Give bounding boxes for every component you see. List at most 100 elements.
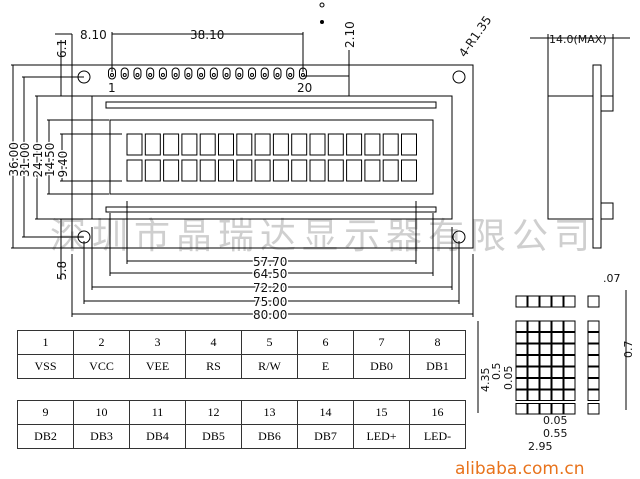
dot bbox=[587, 403, 600, 415]
character-cell bbox=[218, 133, 234, 156]
dot bbox=[539, 403, 552, 415]
pin bbox=[286, 67, 295, 80]
pin-hole bbox=[250, 73, 255, 77]
character-cell bbox=[181, 159, 198, 182]
dot bbox=[587, 332, 600, 344]
dot bbox=[539, 332, 552, 344]
dot bbox=[539, 355, 552, 367]
dim-dot-width: 0.55 bbox=[543, 427, 568, 440]
character-cell bbox=[254, 159, 271, 182]
pin-name: E bbox=[297, 354, 354, 379]
dot bbox=[551, 389, 564, 401]
character-cell bbox=[126, 133, 143, 156]
pin bbox=[235, 67, 244, 80]
dot bbox=[563, 403, 576, 415]
pin-hole bbox=[262, 73, 267, 77]
pin bbox=[171, 67, 180, 80]
pin bbox=[197, 67, 206, 80]
dim-bottom-margin: 5.8 bbox=[55, 261, 69, 280]
character-cell bbox=[199, 159, 216, 182]
dot bbox=[527, 343, 540, 355]
dot bbox=[563, 366, 576, 378]
dot bbox=[539, 295, 552, 308]
pin-number: 11 bbox=[129, 400, 186, 425]
pin-hole bbox=[122, 73, 127, 77]
company-watermark: 深圳市晶瑞达显示器有限公司 bbox=[50, 216, 590, 257]
dot bbox=[563, 295, 576, 308]
dim-row-gap: 0.7 bbox=[622, 341, 635, 359]
pin-hole bbox=[300, 73, 305, 77]
pin bbox=[273, 67, 282, 80]
dim-dot-gap-h: 0.05 bbox=[543, 414, 568, 427]
pin-name: DB1 bbox=[409, 354, 466, 379]
dot bbox=[515, 355, 528, 367]
pin-name: LED+ bbox=[353, 424, 410, 449]
dim-side-thickness: 14.0(MAX) bbox=[549, 33, 607, 46]
character-cell bbox=[254, 133, 271, 156]
side-connector bbox=[600, 95, 614, 112]
character-cell bbox=[364, 159, 381, 182]
dim-pin-offset: 8.10 bbox=[80, 28, 107, 42]
character-cell bbox=[272, 159, 289, 182]
pin-name: DB0 bbox=[353, 354, 410, 379]
pin-hole bbox=[186, 73, 191, 77]
dim-horizontal: 57.70 bbox=[253, 255, 287, 269]
bezel bbox=[91, 95, 453, 220]
pin-name: DB6 bbox=[241, 424, 298, 449]
pin-name: VSS bbox=[17, 354, 74, 379]
dot bbox=[527, 332, 540, 344]
dot bbox=[539, 343, 552, 355]
dot bbox=[515, 332, 528, 344]
pin bbox=[248, 67, 257, 80]
pin-hole bbox=[199, 73, 204, 77]
dot bbox=[527, 389, 540, 401]
dim-vertical: 36.00 bbox=[7, 142, 21, 176]
dim-top-margin: 6.1 bbox=[55, 39, 69, 58]
dot bbox=[527, 355, 540, 367]
dim-vertical: 24.10 bbox=[31, 143, 45, 177]
pin-number: 2 bbox=[73, 330, 130, 355]
side-connector bbox=[600, 202, 614, 220]
character-cell bbox=[327, 159, 344, 182]
character-cells bbox=[126, 133, 417, 182]
pin-number: 13 bbox=[241, 400, 298, 425]
pin-name: DB3 bbox=[73, 424, 130, 449]
dot bbox=[527, 320, 540, 332]
pin-hole bbox=[135, 73, 140, 77]
dot bbox=[551, 320, 564, 332]
character-cell bbox=[309, 133, 326, 156]
dot bbox=[515, 378, 528, 390]
pin bbox=[120, 67, 129, 80]
dot bbox=[551, 343, 564, 355]
pin-number: 14 bbox=[297, 400, 354, 425]
dim-vertical: 14.50 bbox=[43, 143, 57, 177]
dot bbox=[527, 378, 540, 390]
site-watermark: alibaba.com.cn bbox=[455, 459, 585, 479]
dot bbox=[539, 378, 552, 390]
character-cell bbox=[218, 159, 234, 182]
pin bbox=[146, 67, 155, 80]
character-cell bbox=[327, 133, 344, 156]
dot bbox=[539, 320, 552, 332]
pin bbox=[133, 67, 142, 80]
pin-number: 6 bbox=[297, 330, 354, 355]
dot bbox=[515, 366, 528, 378]
dot bbox=[563, 355, 576, 367]
dim-horizontal: 75.00 bbox=[253, 295, 287, 309]
character-cell bbox=[236, 159, 253, 182]
pin-number: 12 bbox=[185, 400, 242, 425]
character-cell bbox=[163, 133, 180, 156]
character-cell bbox=[236, 133, 253, 156]
top-bar bbox=[105, 101, 437, 109]
dot bbox=[527, 295, 540, 308]
pin-number: 16 bbox=[409, 400, 466, 425]
dim-horizontal: 80.00 bbox=[253, 308, 287, 322]
dot bbox=[587, 378, 600, 390]
side-pcb bbox=[592, 64, 602, 249]
pin-number: 5 bbox=[241, 330, 298, 355]
dot bbox=[539, 389, 552, 401]
